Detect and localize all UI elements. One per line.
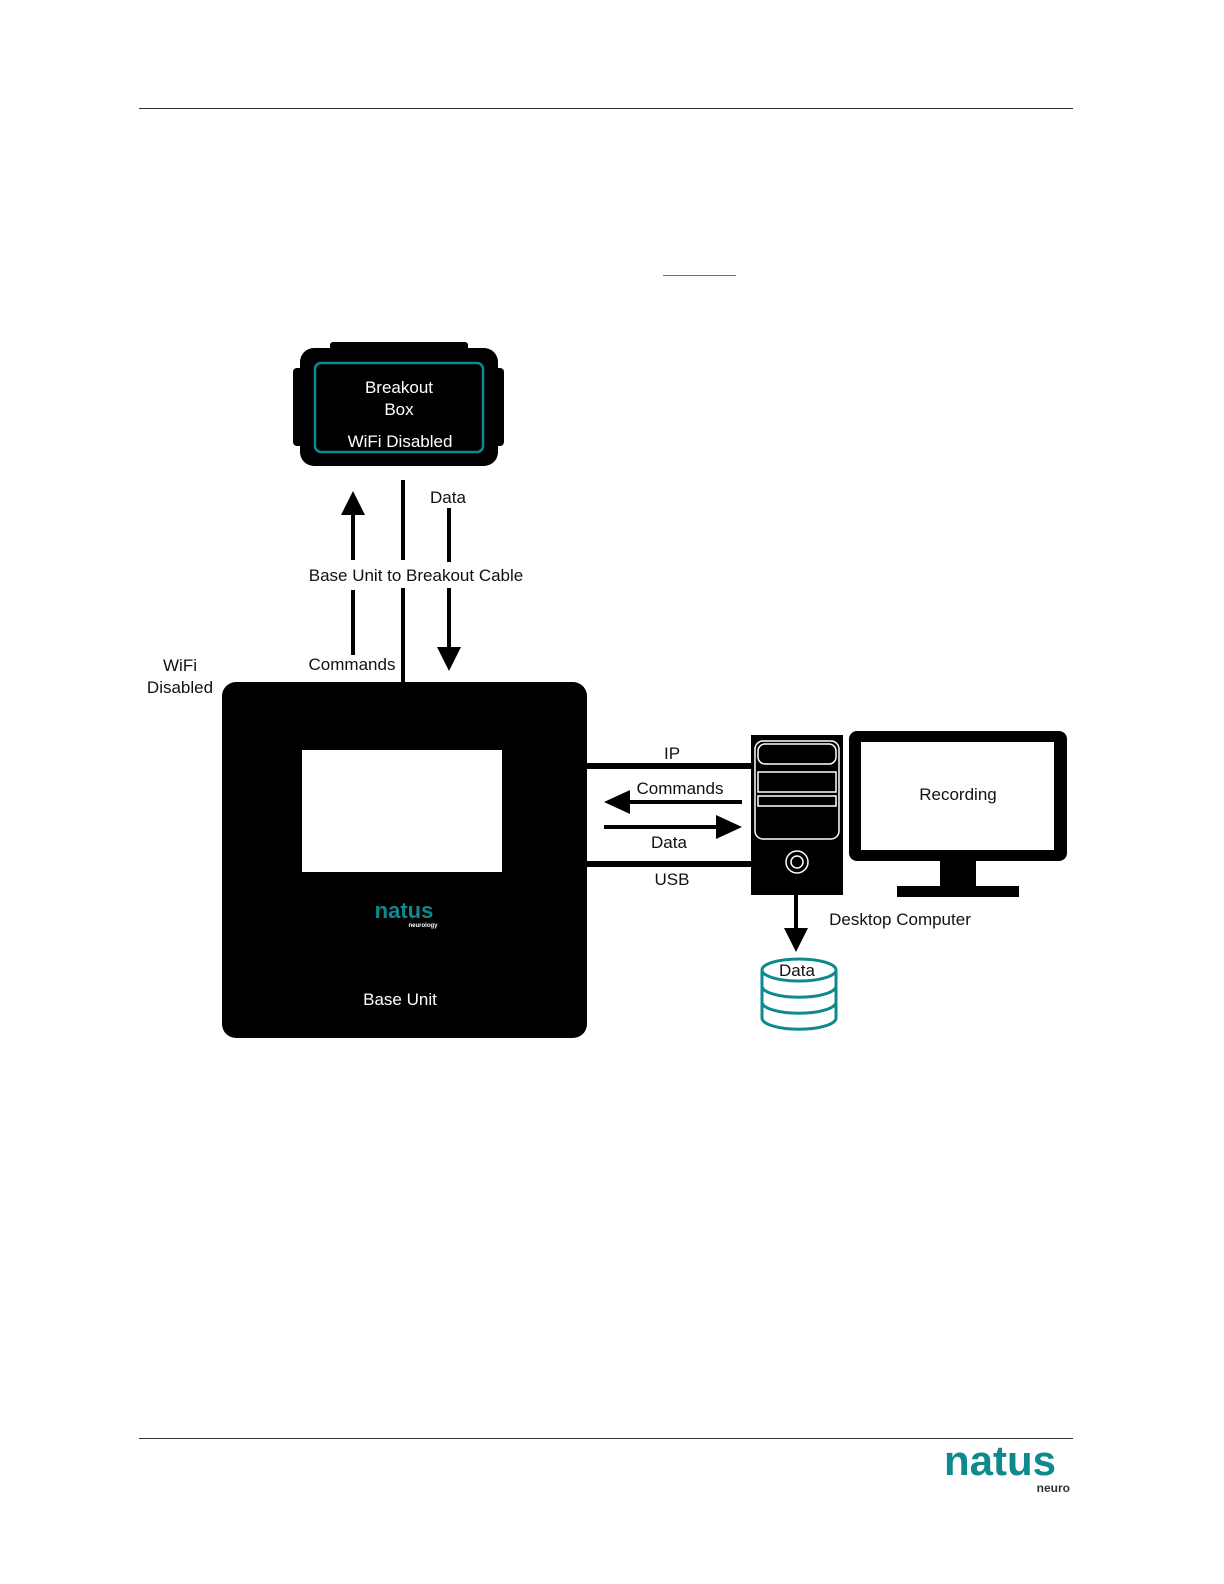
base-unit-logo: natus [375,898,434,923]
monitor-icon: Recording [849,731,1067,897]
wifi-label-line1: WiFi [163,656,197,675]
link-commands-label: Commands [637,779,724,798]
base-unit-label: Base Unit [363,990,437,1009]
data-arrowhead [437,647,461,671]
link-data-label: Data [651,833,687,852]
ip-label: IP [664,744,680,763]
database-icon: Data [762,959,836,1029]
desktop-computer-label: Desktop Computer [829,910,971,929]
breakout-box-label-line2: Box [384,400,414,419]
footer-rule [139,1438,1073,1439]
breakout-box: Breakout Box WiFi Disabled [293,342,504,466]
cable-label: Base Unit to Breakout Cable [309,566,524,585]
wifi-label-line2: Disabled [147,678,213,697]
footer-logo-sub: neuro [1037,1481,1070,1495]
commands-arrowhead [341,491,365,515]
base-unit: natus neurology Base Unit [222,682,587,1038]
breakout-box-label-line1: Breakout [365,378,433,397]
usb-ip-link: IP Commands Data USB [587,744,753,889]
data-label: Data [430,488,466,507]
breakout-box-status: WiFi Disabled [348,432,453,451]
storage-label: Data [779,961,815,980]
base-unit-screen [302,750,502,872]
base-unit-logo-sub: neurology [408,923,438,929]
breakout-cable-connection: Data Base Unit to Breakout Cable Command… [309,480,524,684]
commands-label: Commands [309,655,396,674]
usb-label: USB [655,870,690,889]
desktop-computer-icon [751,735,843,895]
storage-arrowhead [784,928,808,952]
footer-logo-text: natus [944,1440,1056,1484]
monitor-text: Recording [919,785,997,804]
commands-link-arrowhead [604,790,630,814]
data-link-arrowhead [716,815,742,839]
natus-logo-icon: natus neuro [928,1440,1073,1500]
